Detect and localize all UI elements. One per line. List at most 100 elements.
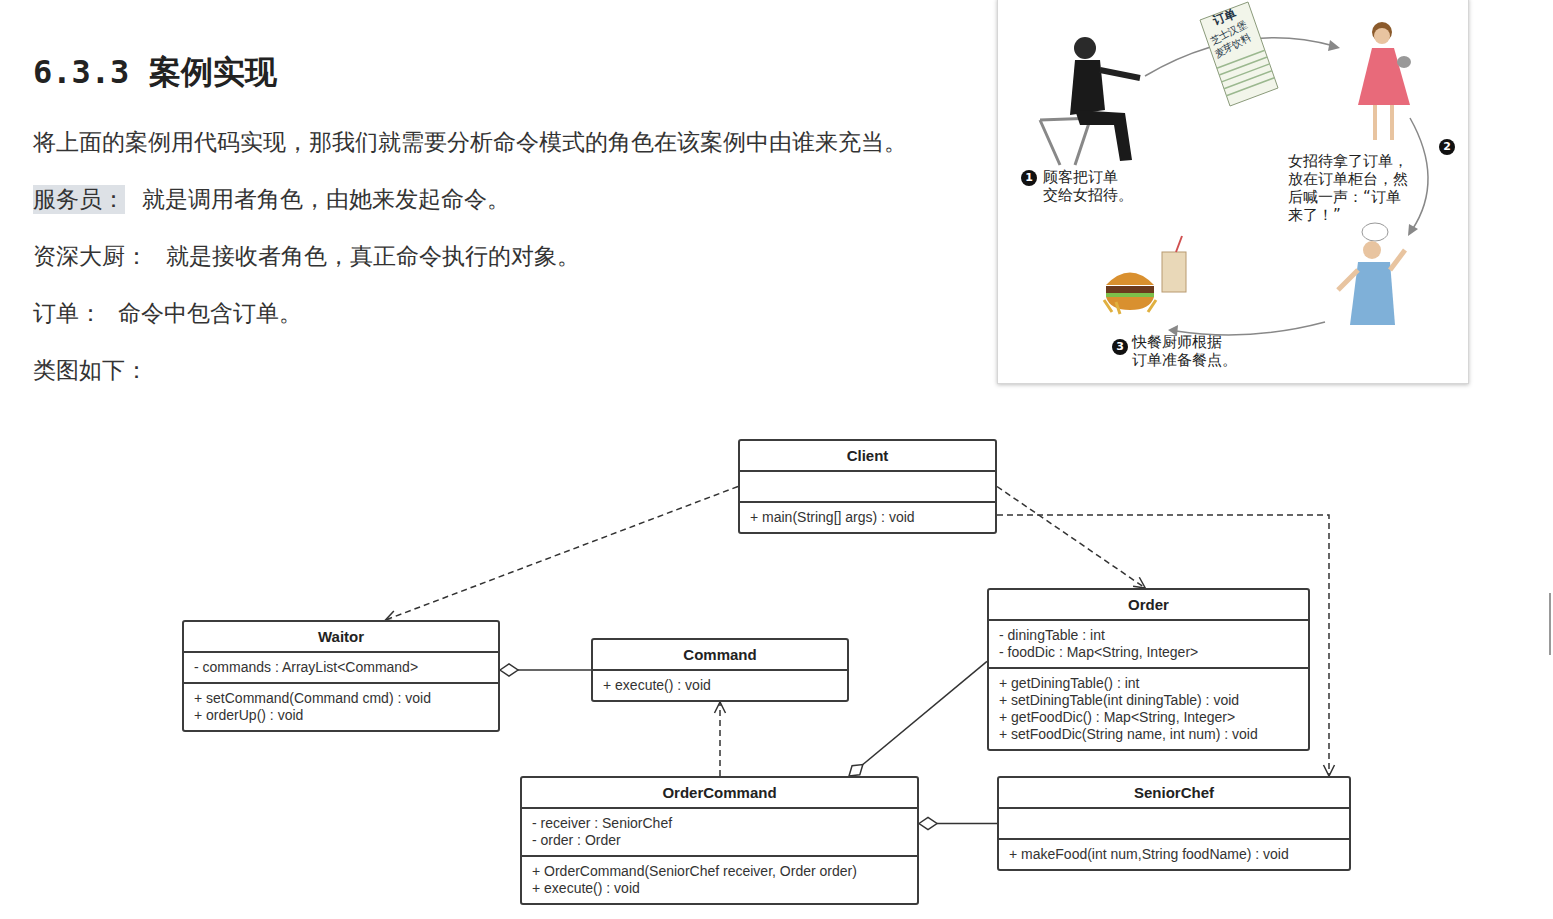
callout-number: 3	[1112, 339, 1128, 355]
paragraph: 命令中包含订单。	[118, 299, 302, 328]
step-caption: 女招待拿了订单， 放在订单柜台，然 后喊一声：“订单 来了！”	[1288, 152, 1410, 224]
class-member: + setCommand(Command cmd) : void	[194, 690, 431, 707]
aggregation-diamond	[919, 818, 937, 830]
uml-connector	[500, 664, 591, 676]
class-compartment: + getDiningTable() : int+ setDiningTable…	[989, 667, 1308, 749]
class-name: Order	[1128, 596, 1169, 613]
role-name: 资深大厨：	[33, 242, 148, 271]
class-name: Command	[683, 646, 756, 663]
paragraph: 就是调用者角色，由她来发起命令。	[142, 185, 510, 214]
uml-class-box: Waitor - commands : ArrayList<Command> + s…	[182, 620, 500, 732]
open-arrowhead	[1324, 765, 1335, 776]
uml-class-box: Client + main(String[] args) : void	[738, 439, 997, 534]
class-compartment	[740, 470, 995, 501]
open-arrowhead	[715, 702, 726, 713]
legs	[1075, 110, 1132, 161]
callout-number: 2	[1439, 139, 1455, 155]
class-member: + setFoodDic(String name, int num) : voi…	[999, 726, 1258, 743]
class-compartment: SeniorChef	[999, 778, 1349, 807]
slip-paper	[1200, 2, 1278, 106]
fries	[1104, 300, 1156, 314]
uml-class-box: OrderCommand - receiver : SeniorChef- ord…	[520, 776, 919, 905]
head	[1074, 37, 1096, 59]
waitress	[1358, 22, 1411, 140]
food	[1104, 236, 1186, 314]
class-compartment: + OrderCommand(SeniorChef receiver, Orde…	[522, 855, 917, 903]
class-member: + orderUp() : void	[194, 707, 303, 724]
class-compartment: Command	[593, 640, 847, 669]
class-member: + OrderCommand(SeniorChef receiver, Orde…	[532, 863, 857, 880]
association-line	[518, 669, 591, 671]
class-name: Client	[847, 447, 889, 464]
class-member: - receiver : SeniorChef	[532, 815, 672, 832]
arms	[1338, 250, 1405, 290]
flow-arrowhead	[1408, 224, 1418, 236]
class-member: - commands : ArrayList<Command>	[194, 659, 418, 676]
seated-customer	[1040, 37, 1140, 165]
class-member: + makeFood(int num,String foodName) : vo…	[1009, 846, 1289, 863]
class-member: + execute() : void	[532, 880, 640, 897]
aggregation-diamond	[849, 764, 863, 776]
class-member: - diningTable : int	[999, 627, 1105, 644]
arm	[1100, 70, 1140, 78]
class-name: OrderCommand	[662, 784, 776, 801]
paragraph: 将上面的案例用代码实现，那我们就需要分析命令模式的角色在该案例中由谁来充当。	[33, 128, 907, 157]
burger-patty	[1106, 286, 1154, 293]
class-name: SeniorChef	[1134, 784, 1214, 801]
class-compartment: Order	[989, 590, 1308, 619]
dependency-line	[386, 487, 738, 621]
paragraph: 就是接收者角色，真正命令执行的对象。	[166, 242, 580, 271]
burger-bun	[1106, 273, 1154, 286]
uml-connector	[849, 661, 987, 776]
dependency-line	[997, 487, 1145, 589]
association-line	[863, 661, 987, 764]
class-compartment: OrderCommand	[522, 778, 917, 807]
callout-number: 1	[1021, 170, 1037, 186]
class-compartment: + execute() : void	[593, 669, 847, 700]
class-compartment: Client	[740, 441, 995, 470]
chef	[1338, 223, 1405, 325]
role-name: 服务员：	[33, 185, 125, 214]
flow-arrowhead	[1328, 40, 1340, 51]
class-member: - foodDic : Map<String, Integer>	[999, 644, 1198, 661]
class-compartment: + makeFood(int num,String foodName) : vo…	[999, 838, 1349, 869]
lettuce	[1106, 293, 1154, 297]
step-caption: 快餐厨师根据 订单准备餐点。	[1132, 333, 1239, 369]
class-compartment: + setCommand(Command cmd) : void+ orderU…	[184, 682, 498, 730]
class-member: + main(String[] args) : void	[750, 509, 915, 526]
chair	[1040, 118, 1095, 165]
association-line	[937, 823, 997, 825]
straw	[1176, 236, 1182, 252]
uml-connector	[715, 702, 726, 776]
arrow-waitress-to-chef	[1408, 118, 1428, 236]
class-compartment: + main(String[] args) : void	[740, 501, 995, 532]
uml-connector	[919, 818, 997, 830]
open-arrowhead	[1133, 577, 1145, 588]
paragraph: 类图如下：	[33, 356, 148, 385]
class-compartment: - diningTable : int- foodDic : Map<Strin…	[989, 619, 1308, 667]
legs	[1375, 105, 1392, 140]
class-compartment: Waitor	[184, 622, 498, 651]
head	[1363, 241, 1381, 259]
kettle	[1397, 56, 1411, 68]
torso	[1070, 60, 1105, 115]
uml-class-box: Order - diningTable : int- foodDic : Map<…	[987, 588, 1310, 751]
role-name: 订单：	[33, 299, 102, 328]
uml-class-box: SeniorChef + makeFood(int num,String food…	[997, 776, 1351, 871]
class-member: + getDiningTable() : int	[999, 675, 1139, 692]
class-member: - order : Order	[532, 832, 621, 849]
dress	[1358, 48, 1410, 105]
scrollbar-mark	[1549, 593, 1551, 655]
flow-curve	[1176, 322, 1325, 335]
class-name: Waitor	[318, 628, 364, 645]
flow-curve	[1410, 118, 1428, 230]
order-slip	[1200, 2, 1278, 106]
class-compartment: - commands : ArrayList<Command>	[184, 651, 498, 682]
class-member: + execute() : void	[603, 677, 711, 694]
uml-class-box: Command + execute() : void	[591, 638, 849, 702]
step-caption: 顾客把订单 交给女招待。	[1043, 168, 1135, 204]
class-member: + setDiningTable(int diningTable) : void	[999, 692, 1239, 709]
class-compartment	[999, 807, 1349, 838]
aggregation-diamond	[500, 664, 518, 676]
